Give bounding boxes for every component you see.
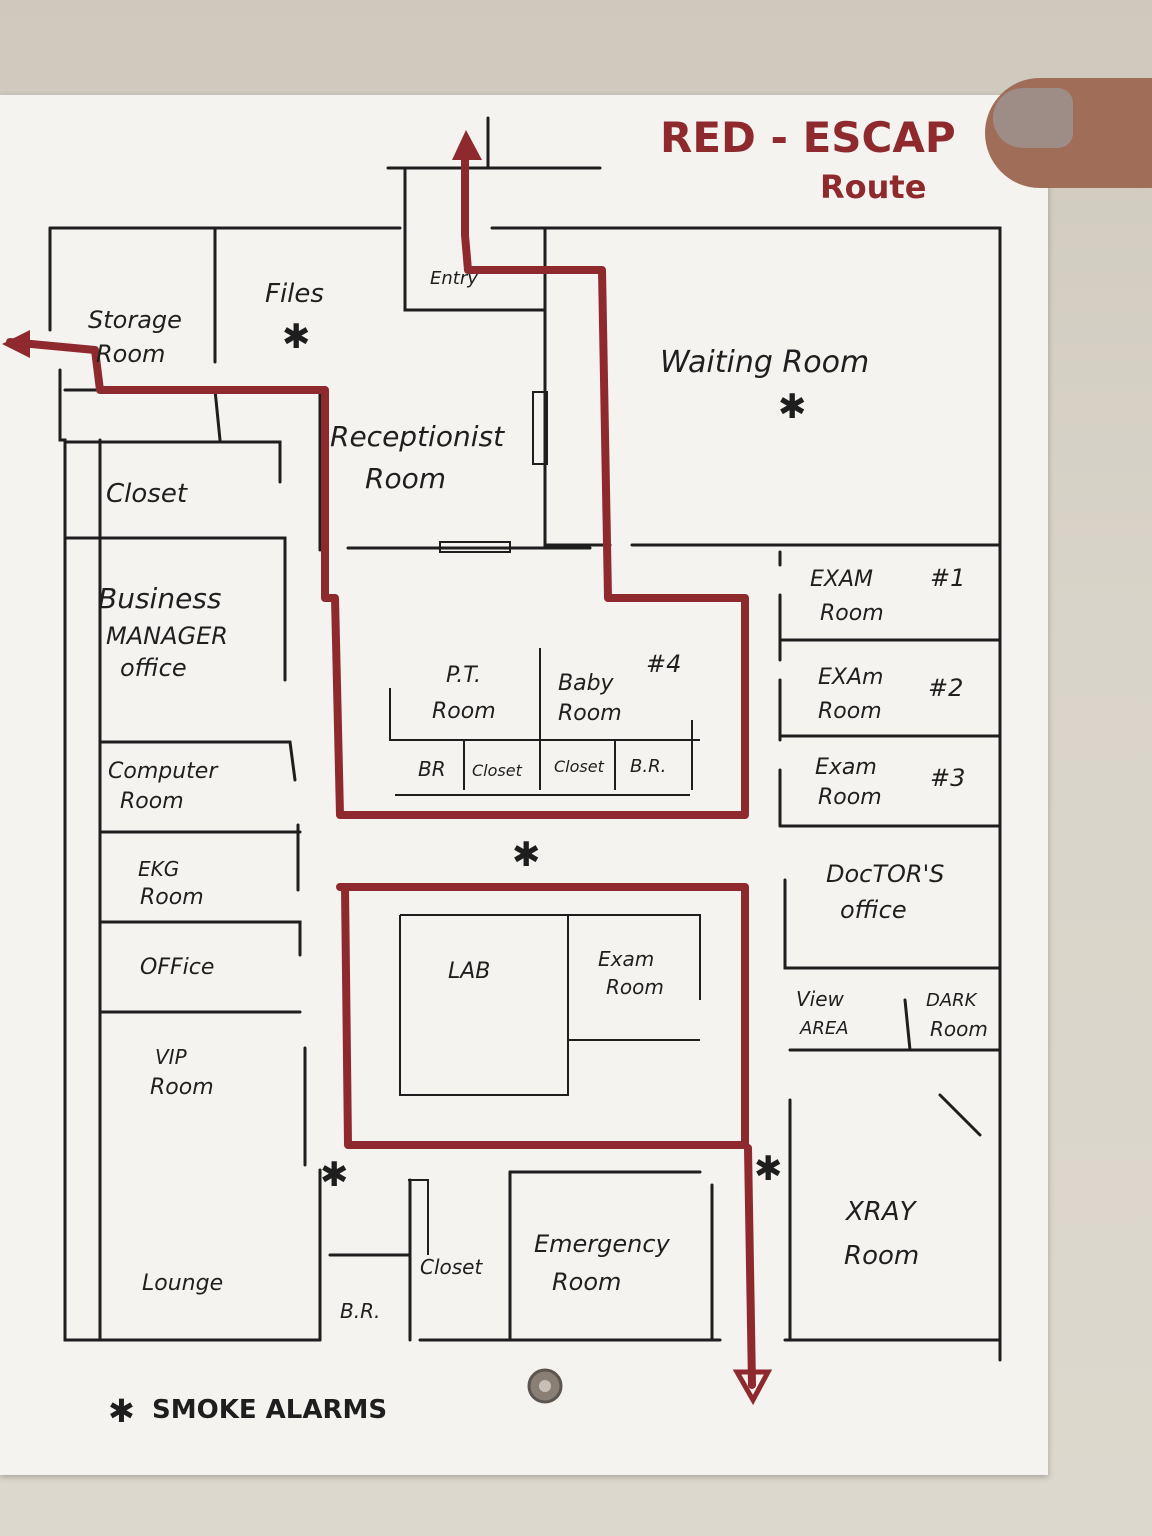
dark-room-label-1: DARK xyxy=(926,990,978,1011)
xray-label-1: XRAY xyxy=(844,1197,918,1227)
fingernail xyxy=(993,88,1073,148)
legend: ✱ SMOKE ALARMS xyxy=(108,1392,387,1430)
exit-arrow-bottom xyxy=(732,1369,773,1406)
doctor-label-2: office xyxy=(840,896,907,924)
closet1-label: Closet xyxy=(472,761,523,780)
smoke-alarm-icon: ✱ xyxy=(282,317,311,357)
br-bottom-label: B.R. xyxy=(340,1299,380,1323)
exam1-label-2: Room xyxy=(820,601,884,626)
lab-label: LAB xyxy=(448,959,490,984)
business-label-3: office xyxy=(120,654,187,682)
storage-room-label-1: Storage xyxy=(88,306,182,334)
view-area-label-1: View xyxy=(796,987,845,1011)
title-line2: Route xyxy=(820,168,926,206)
baby-label-2: Room xyxy=(558,701,622,726)
exam2-label-2: Room xyxy=(818,699,882,724)
files-label: Files xyxy=(265,279,324,309)
exam3-label-2: Room xyxy=(818,785,882,810)
room-number-1: #1 xyxy=(930,564,965,592)
exam-lab-label-1: Exam xyxy=(598,947,654,971)
smoke-alarm-icon: ✱ xyxy=(754,1149,783,1189)
vip-label-2: Room xyxy=(150,1075,214,1100)
closet-top-label: Closet xyxy=(106,479,188,509)
view-area-label-2: AREA xyxy=(799,1018,849,1039)
exam-lab-label-2: Room xyxy=(606,975,664,999)
closet2-label: Closet xyxy=(554,757,605,776)
entry-label: Entry xyxy=(430,268,478,289)
lounge-label: Lounge xyxy=(142,1271,223,1296)
ekg-label-2: Room xyxy=(140,885,204,910)
smoke-alarm-icon: ✱ xyxy=(512,835,541,875)
computer-label-2: Room xyxy=(120,789,184,814)
dark-room-label-2: Room xyxy=(930,1017,988,1041)
br1-label: BR xyxy=(418,757,446,781)
smoke-alarm-icon: ✱ xyxy=(108,1392,135,1430)
waiting-room-label: Waiting Room xyxy=(660,345,869,380)
baby-label-1: Baby xyxy=(558,671,615,696)
closet-bottom-label: Closet xyxy=(420,1255,483,1279)
exit-arrow-top xyxy=(452,130,482,160)
business-label-1: Business xyxy=(98,582,221,615)
escape-routes xyxy=(2,130,773,1406)
vip-label-1: VIP xyxy=(155,1045,188,1069)
pt-label-2: Room xyxy=(432,699,496,724)
room-number-3: #3 xyxy=(930,764,965,792)
doctor-label-1: DocTOR'S xyxy=(826,860,944,888)
room-number-4: #4 xyxy=(646,650,681,678)
br2-label: B.R. xyxy=(630,756,666,777)
ekg-label-1: EKG xyxy=(138,857,179,881)
smoke-alarm-icon: ✱ xyxy=(778,387,807,427)
title-line1: RED - ESCAP xyxy=(660,113,956,162)
legend-text: SMOKE ALARMS xyxy=(152,1395,387,1425)
floor-plan-sheet xyxy=(0,95,1048,1475)
smoke-alarm-icon: ✱ xyxy=(320,1155,349,1195)
emergency-label-1: Emergency xyxy=(534,1230,671,1258)
exam2-label-1: EXAm xyxy=(818,665,883,690)
walls xyxy=(48,116,1002,1362)
computer-label-1: Computer xyxy=(108,759,219,784)
exam3-label-1: Exam xyxy=(815,755,877,780)
storage-room-label-2: Room xyxy=(96,340,165,368)
receptionist-label-1: Receptionist xyxy=(330,420,505,453)
receptionist-label-2: Room xyxy=(365,462,446,495)
emergency-label-2: Room xyxy=(552,1268,621,1296)
exit-arrow-left xyxy=(2,330,30,358)
pt-label-1: P.T. xyxy=(446,663,481,688)
business-label-2: MANAGER xyxy=(106,622,228,650)
office-label: OFFice xyxy=(140,955,214,980)
exam1-label-1: EXAM xyxy=(810,567,873,592)
push-pin-center xyxy=(539,1380,551,1392)
xray-label-2: Room xyxy=(844,1241,919,1271)
room-number-2: #2 xyxy=(928,674,963,702)
